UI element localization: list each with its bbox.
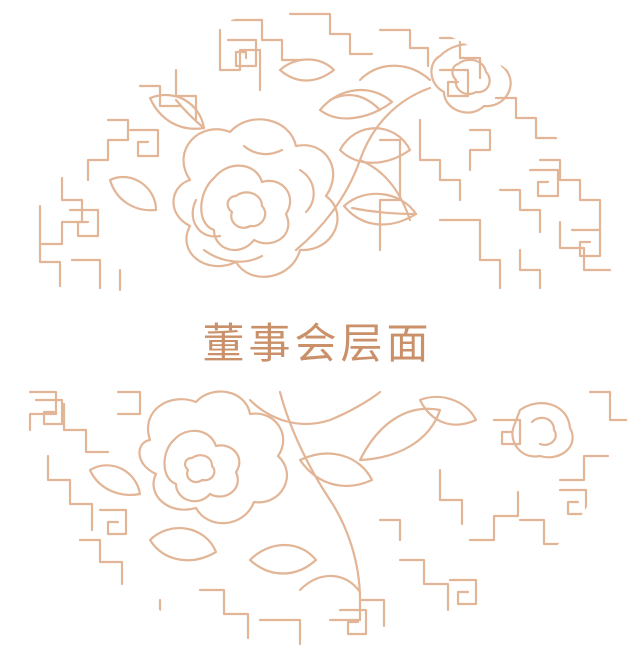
section-title: 董事会层面	[202, 319, 433, 368]
title-band: 董事会层面	[0, 292, 635, 389]
